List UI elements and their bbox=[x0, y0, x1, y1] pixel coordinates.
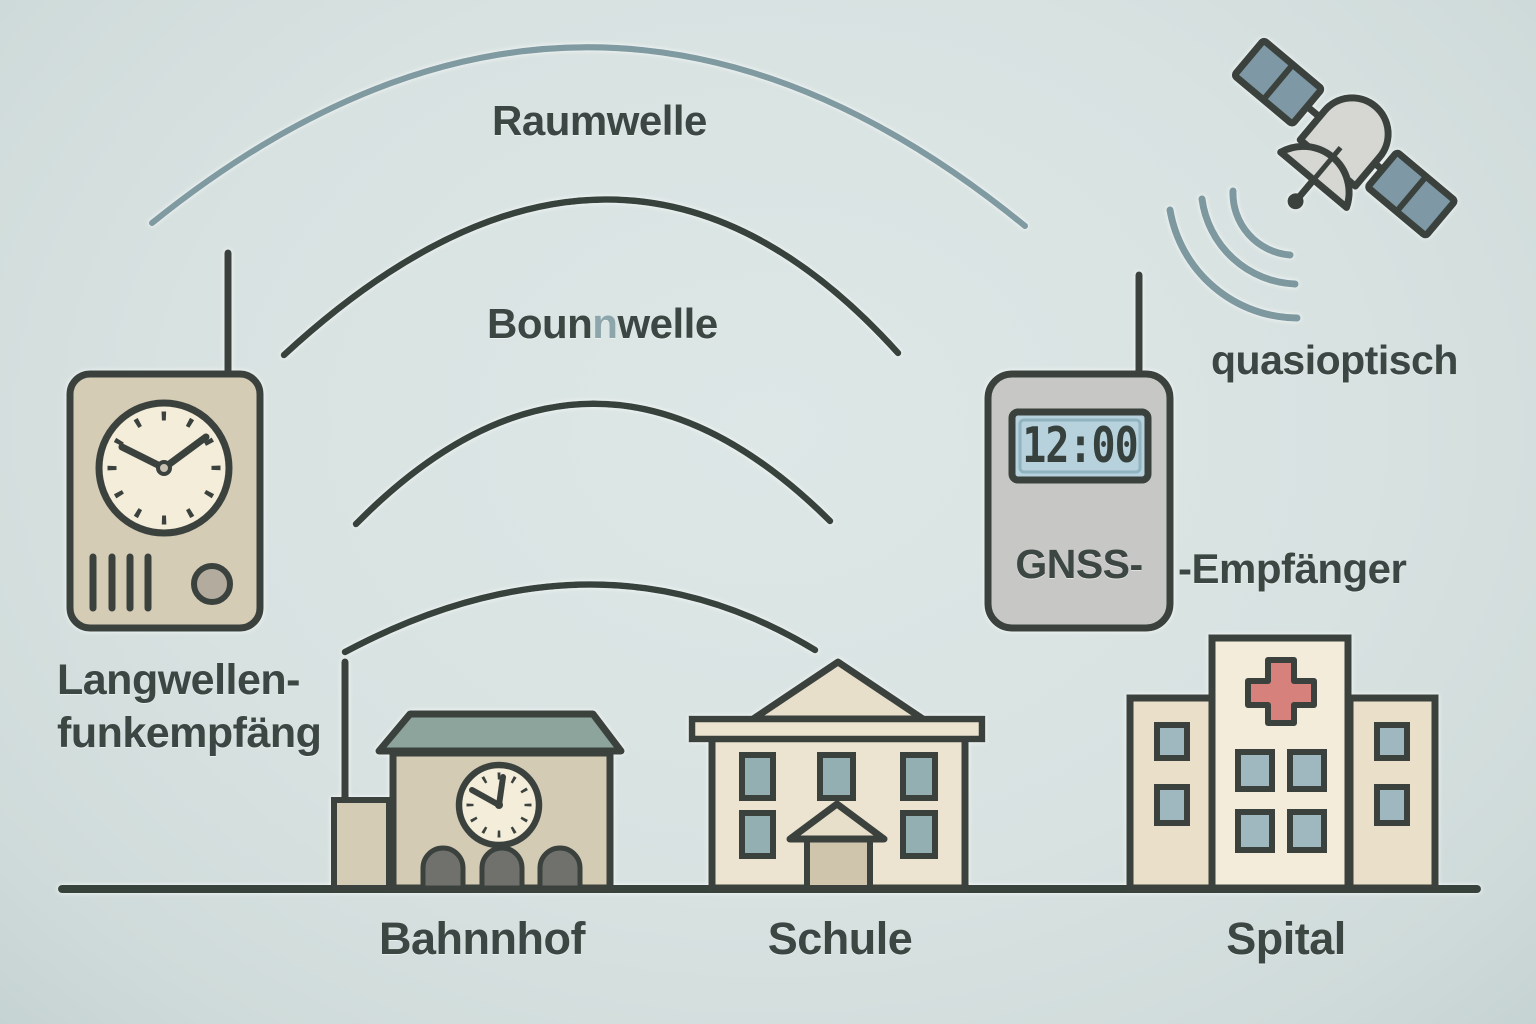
receiver-knob bbox=[191, 563, 233, 605]
satellite-panel-right-divider bbox=[1394, 174, 1429, 214]
station-roof bbox=[375, 710, 625, 755]
ground-wave-arc-middle bbox=[352, 400, 834, 528]
satellite-panel-left-divider bbox=[1260, 62, 1296, 102]
satellite-wave-arc-3 bbox=[1166, 206, 1301, 322]
satellite-wave-arc-1 bbox=[1229, 187, 1294, 259]
ground-wave-label-end: welle bbox=[617, 300, 718, 347]
school-icon bbox=[688, 658, 986, 892]
satellite-dish-stem bbox=[1295, 176, 1318, 201]
station-door-2 bbox=[479, 845, 525, 891]
school-door bbox=[804, 836, 873, 891]
hospital-window-3 bbox=[1235, 809, 1275, 853]
satellite-wave-arc-2 bbox=[1198, 195, 1299, 288]
gnss-lcd-inner-frame bbox=[1018, 418, 1142, 474]
hospital-window-7 bbox=[1374, 722, 1410, 761]
gnss-lcd-screen bbox=[1008, 408, 1152, 484]
school-window-4 bbox=[739, 810, 776, 859]
station-door-3 bbox=[537, 845, 583, 891]
hospital-window-4 bbox=[1287, 809, 1327, 853]
gnss-suffix-label: -Empfänger bbox=[1178, 545, 1407, 592]
school-porch-gable bbox=[786, 800, 888, 843]
station-label: Bahnnhof bbox=[379, 913, 585, 964]
sky-wave-arc bbox=[149, 44, 1028, 229]
station-clock-minute-hand bbox=[496, 774, 506, 808]
station-door-1 bbox=[420, 845, 466, 891]
satellite-body bbox=[1296, 94, 1392, 190]
station-icon bbox=[331, 658, 625, 892]
hospital-window-8 bbox=[1374, 784, 1410, 826]
school-window-2 bbox=[817, 752, 856, 801]
station-clock-ticks bbox=[466, 772, 532, 838]
hospital-window-1 bbox=[1235, 749, 1275, 792]
receiver-clock-minute-hand bbox=[160, 433, 210, 472]
hospital-window-5 bbox=[1154, 722, 1190, 761]
gnss-device-label: GNSS- bbox=[1015, 541, 1143, 587]
ground-wave-label-start: Boun bbox=[487, 300, 593, 347]
school-pediment bbox=[749, 658, 927, 723]
satellite-path-label: quasioptisch bbox=[1211, 337, 1458, 383]
satellite-dish-feed bbox=[1287, 193, 1304, 210]
station-clock-hour-hand bbox=[469, 787, 502, 808]
hospital-left-wing bbox=[1126, 694, 1216, 892]
school-window-5 bbox=[900, 810, 938, 859]
longwave-receiver-icon bbox=[66, 249, 264, 632]
station-clock-center bbox=[495, 801, 503, 809]
satellite-signal-waves bbox=[1166, 187, 1301, 322]
gnss-receiver-icon bbox=[984, 271, 1174, 632]
longwave-receiver-label-line2: funkempfäng bbox=[57, 709, 322, 757]
ground-wave-arc-lower bbox=[341, 581, 819, 656]
school-window-1 bbox=[739, 752, 776, 801]
station-annex bbox=[331, 797, 392, 891]
school-cornice bbox=[688, 715, 986, 743]
ground-wave-label-faded: n bbox=[592, 300, 618, 347]
hospital-window-6 bbox=[1154, 784, 1190, 826]
satellite-icon bbox=[1231, 37, 1458, 239]
school-window-3 bbox=[900, 752, 938, 801]
hospital-window-2 bbox=[1287, 749, 1327, 792]
satellite-dish-rib bbox=[1311, 146, 1343, 182]
hospital-red-cross bbox=[1245, 657, 1317, 726]
school-label: Schule bbox=[767, 913, 913, 964]
receiver-clock-center bbox=[156, 460, 172, 476]
gnss-lcd-time: 12:00 bbox=[1022, 417, 1138, 475]
ground-wave-arc-upper bbox=[280, 196, 902, 359]
sky-wave-label: Raumwelle bbox=[492, 97, 707, 144]
receiver-clock-ticks bbox=[107, 411, 221, 525]
hospital-icon bbox=[1126, 634, 1439, 892]
ground-wave-label: Bounnwelle bbox=[487, 303, 718, 345]
longwave-receiver-label: Langwellen- funkempfäng bbox=[57, 654, 322, 760]
longwave-receiver-label-line1: Langwellen- bbox=[57, 656, 300, 704]
receiver-speaker-slits bbox=[89, 553, 152, 612]
hospital-label: Spital bbox=[1226, 913, 1346, 964]
